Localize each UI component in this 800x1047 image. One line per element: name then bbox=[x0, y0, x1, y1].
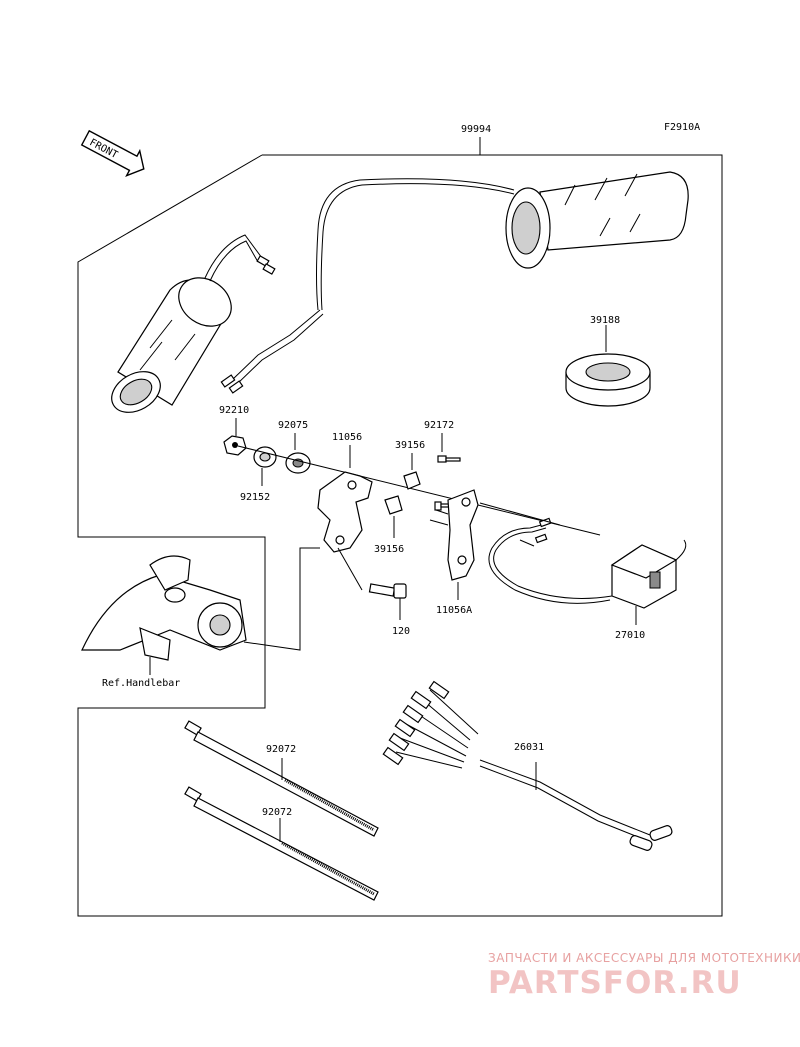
ring-39188 bbox=[565, 325, 651, 407]
label-92152: 92152 bbox=[240, 492, 270, 503]
handlebar-lever-assembly bbox=[81, 547, 320, 661]
label-92072-top: 92072 bbox=[266, 744, 296, 755]
label-92172: 92172 bbox=[424, 420, 454, 431]
label-39156-top: 39156 bbox=[395, 440, 425, 451]
pad-39156-bottom bbox=[384, 495, 403, 515]
harness-26031 bbox=[382, 680, 673, 851]
pad-39156-top bbox=[403, 471, 421, 490]
bracket-11056 bbox=[317, 471, 373, 553]
heater-switch-27010 bbox=[488, 517, 687, 609]
label-11056: 11056 bbox=[332, 432, 362, 443]
label-ref-handlebar: Ref.Handlebar bbox=[102, 678, 180, 689]
bolt-120 bbox=[368, 583, 407, 599]
figure-code: F2910A bbox=[664, 122, 700, 133]
bracket-11056A bbox=[429, 489, 479, 581]
nut-92210 bbox=[223, 435, 247, 456]
band-92072-bottom bbox=[184, 786, 379, 901]
label-11056A: 11056A bbox=[436, 605, 472, 616]
bolt-92172 bbox=[437, 455, 461, 463]
label-92072-bottom: 92072 bbox=[262, 807, 292, 818]
watermark-tagline: ЗАПЧАСТИ И АКСЕССУАРЫ ДЛЯ МОТОТЕХНИКИ bbox=[488, 951, 800, 965]
label-120: 120 bbox=[392, 626, 410, 637]
label-39156-bottom: 39156 bbox=[374, 544, 404, 555]
label-39188: 39188 bbox=[590, 315, 620, 326]
washer-92152 bbox=[253, 446, 277, 468]
label-92210: 92210 bbox=[219, 405, 249, 416]
right-heated-grip bbox=[316, 171, 689, 311]
left-heated-grip bbox=[111, 234, 324, 413]
label-92075: 92075 bbox=[278, 420, 308, 431]
label-27010: 27010 bbox=[615, 630, 645, 641]
label-99994: 99994 bbox=[461, 124, 491, 135]
watermark-brand: PARTSFOR.RU bbox=[488, 965, 742, 1001]
kit-outline bbox=[77, 137, 723, 917]
front-arrow-icon: FRONT bbox=[80, 129, 145, 177]
band-92072-top bbox=[184, 720, 379, 837]
collar-92075 bbox=[285, 452, 311, 474]
label-26031: 26031 bbox=[514, 742, 544, 753]
